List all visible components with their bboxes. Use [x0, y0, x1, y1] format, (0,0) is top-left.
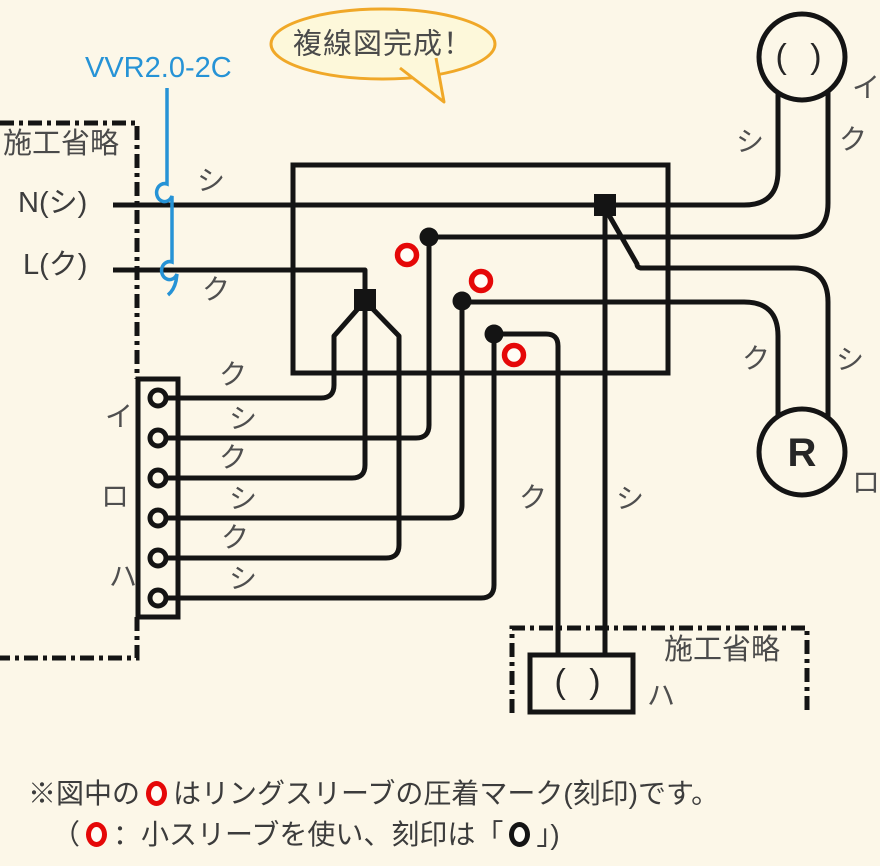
- lamp-bottom-box: [527, 652, 636, 715]
- bottom-omitted-label: 施工省略: [664, 634, 781, 666]
- receptacle-right-wire-label: シ: [836, 344, 865, 375]
- sleeve-joint-neutral: [594, 194, 616, 216]
- terminal-wire-label-3: ク: [219, 442, 248, 473]
- terminal-wire-label-2: シ: [229, 403, 258, 434]
- crimp-mark-1: [394, 242, 420, 268]
- speech-bubble-text: 複線図完成！: [292, 28, 474, 61]
- lamp-top-id: イ: [852, 72, 880, 103]
- speech-bubble-ellipse: [269, 7, 497, 81]
- bottom-omitted-box-border: [509, 625, 810, 713]
- wire-lamp-bottom-hot: [494, 331, 561, 655]
- terminal-wire-label-6: シ: [229, 563, 258, 594]
- receptacle-circle: [756, 406, 848, 498]
- crimp-marks: [394, 242, 527, 368]
- terminal-wire-label-5: ク: [221, 522, 250, 553]
- red-crimp-mark-icon: [146, 781, 168, 806]
- wire-switch1-hot: [168, 301, 365, 401]
- lamp-bottom-right-wire-label: シ: [616, 483, 645, 514]
- wire-neutral-to-receptacle: [603, 208, 831, 418]
- black-stamp-mark-icon: [509, 822, 531, 847]
- wire-receptacle-hot: [462, 299, 781, 416]
- switch-terminal-strip: [135, 376, 181, 620]
- sleeve-joint-hot: [354, 289, 376, 311]
- crimp-mark-2: [468, 268, 494, 294]
- terminal-circle-2: [147, 427, 169, 449]
- switch-id-3: ハ: [109, 561, 138, 592]
- wire-switch2-return: [168, 304, 465, 521]
- receptacle-id: ロ: [852, 467, 880, 498]
- cable-type-label: VVR2.0-2C: [85, 52, 232, 84]
- construction-omitted-borders: [0, 120, 810, 713]
- terminal-circle-5: [147, 547, 169, 569]
- wire-switch2-hot: [168, 310, 368, 481]
- neutral-wire-color-label: シ: [197, 165, 226, 196]
- left-omitted-label: 施工省略: [3, 128, 120, 160]
- terminal-circle-3: [147, 467, 169, 489]
- wires: [113, 92, 831, 655]
- wire-line-to-switch-junction: [113, 267, 368, 289]
- receptacle-symbol: R: [787, 431, 817, 475]
- lamp-bottom-symbol: ( ): [554, 663, 608, 701]
- note-line2-prefix: （: [52, 819, 81, 850]
- lamp-bottom-id: ハ: [647, 680, 676, 711]
- neutral-terminal-label: N(シ): [18, 187, 88, 219]
- connector-dot-3: [484, 324, 504, 344]
- note-line-2: （ ：小スリーブを使い、刻印は「 」): [52, 818, 560, 852]
- wire-switch3-hot: [168, 301, 402, 561]
- line-terminal-label: L(ク): [23, 249, 88, 281]
- lamp-top-left-wire-label: シ: [736, 126, 765, 157]
- receptacle-left-wire-label: ク: [742, 343, 771, 374]
- terminal-circle-6: [147, 587, 169, 609]
- switch-id-2: ロ: [101, 481, 130, 512]
- note-line2-suffix: 」): [536, 819, 560, 850]
- red-crimp-mark-icon-small: [86, 822, 108, 847]
- note-line2-mid: ：小スリーブを使い、刻印は「: [113, 819, 504, 850]
- lamp-bottom-left-wire-label: ク: [519, 482, 548, 513]
- wire-neutral-to-lamp-top: [113, 93, 781, 208]
- wire-switch3-return: [168, 337, 497, 601]
- terminal-wire-label-1: ク: [219, 359, 248, 390]
- connector-dot-1: [419, 227, 439, 247]
- terminal-wire-label-4: シ: [229, 483, 258, 514]
- strip-terminals: [147, 387, 169, 609]
- note-line1-prefix: ※図中の: [28, 778, 141, 809]
- connector-dot-2: [452, 291, 472, 311]
- vvr-cable-marker: [154, 88, 179, 297]
- terminal-circle-4: [147, 507, 169, 529]
- crimp-mark-3: [501, 342, 527, 368]
- wire-switch1-return: [168, 240, 432, 441]
- device-outlines: [135, 11, 848, 715]
- switch-id-1: イ: [105, 401, 134, 432]
- speech-bubble-tail: [399, 57, 446, 104]
- note-line1-suffix: はリングスリーブの圧着マーク(刻印)です。: [173, 778, 720, 809]
- lamp-top-right-wire-label: ク: [839, 124, 868, 155]
- wire-lamp-top-return: [429, 92, 831, 240]
- speech-bubble: [269, 7, 497, 104]
- terminal-circle-1: [147, 387, 169, 409]
- lamp-top-circle: [756, 11, 848, 103]
- left-omitted-box-border: [0, 120, 140, 661]
- note-line-1: ※図中の はリングスリーブの圧着マーク(刻印)です。: [28, 777, 719, 811]
- lamp-top-symbol: ( ): [775, 38, 829, 76]
- connection-nodes: [354, 194, 616, 344]
- line-wire-color-label: ク: [202, 274, 231, 305]
